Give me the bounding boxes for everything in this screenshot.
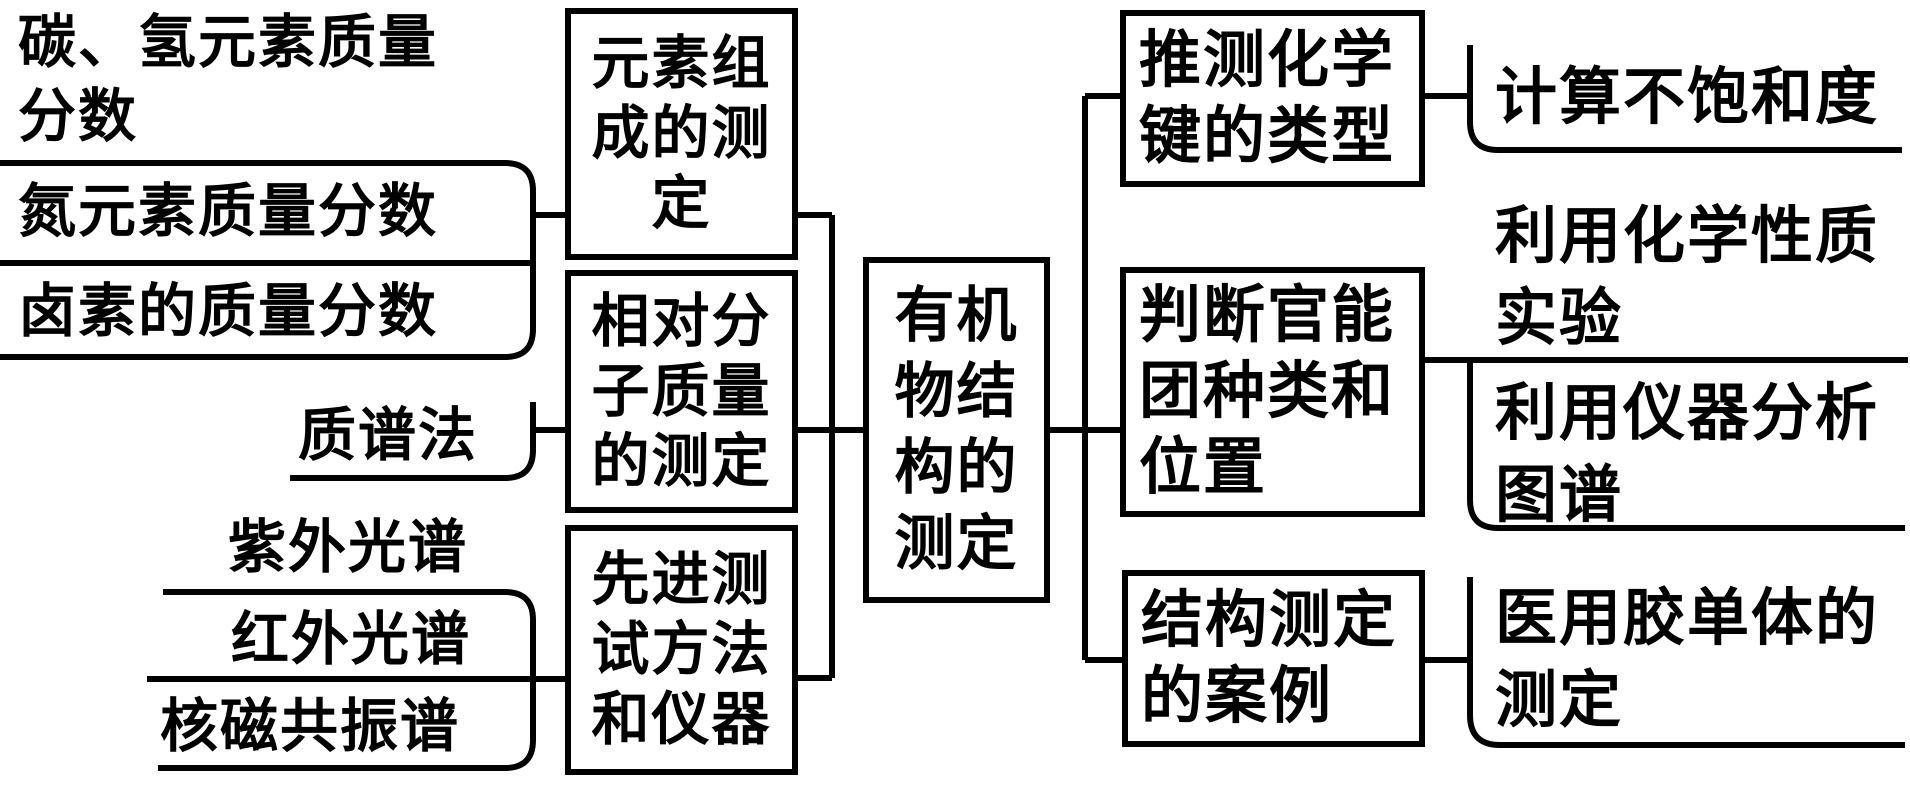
- bracket-mass-spectrometry: [290, 402, 536, 481]
- box-line: 位置: [1139, 434, 1268, 502]
- box-structure-determination-case: 结构测定 的案例: [1122, 570, 1425, 747]
- box-line: 推测化学: [1139, 26, 1396, 95]
- leaf-line: 实验: [1495, 285, 1624, 353]
- box-line: 先进测: [591, 547, 772, 612]
- leaf-line: 碳、氢元素质量: [18, 10, 439, 75]
- box-chemical-bond-type: 推测化学 键的类型: [1120, 10, 1425, 187]
- box-element-composition: 元素组 成的测 定: [565, 8, 798, 260]
- box-root-organic-structure-determination: 有机 物结 构的 测定: [863, 257, 1050, 603]
- bracket-medical-glue-monomer: [1467, 577, 1905, 748]
- leaf-uv-spectrum: 紫外光谱: [228, 515, 469, 580]
- bracket-unsaturation: [1467, 45, 1902, 153]
- box-line: 构的: [894, 435, 1019, 501]
- box-line: 定: [651, 171, 712, 236]
- leaf-line: 图谱: [1495, 462, 1624, 530]
- bracket-instrument-spectra: [1467, 360, 1905, 531]
- leaf-nmr-spectrum: 核磁共振谱: [160, 694, 461, 759]
- box-advanced-test-methods: 先进测 试方法 和仪器: [565, 525, 798, 775]
- leaf-line: 测定: [1495, 667, 1624, 735]
- leaf-line: 医用胶单体的: [1495, 585, 1880, 653]
- box-line: 子质量: [591, 358, 772, 424]
- box-line: 键的类型: [1139, 102, 1396, 171]
- leaf-chemical-property-experiment: 利用化学性质 实验: [1495, 196, 1879, 360]
- leaf-ir-spectrum: 红外光谱: [231, 607, 472, 672]
- box-functional-group-type-position: 判断官能 团种类和 位置: [1120, 267, 1425, 517]
- leaf-medical-glue-monomer: 医用胶单体的 测定: [1495, 578, 1879, 742]
- leaf-line: 利用化学性质: [1495, 203, 1880, 271]
- box-line: 元素组: [591, 31, 772, 96]
- box-line: 物结: [894, 359, 1019, 425]
- box-relative-molecular-mass: 相对分 子质量 的测定: [565, 270, 798, 513]
- box-line: 的案例: [1141, 662, 1334, 731]
- box-line: 相对分: [591, 288, 772, 354]
- box-line: 团种类和: [1139, 358, 1396, 426]
- box-line: 测定: [894, 511, 1019, 577]
- box-line: 有机: [894, 283, 1019, 349]
- leaf-nitrogen-mass-fraction: 氮元素质量分数: [18, 179, 439, 244]
- leaf-calculate-unsaturation-degree: 计算不饱和度: [1495, 64, 1880, 132]
- leaf-carbon-hydrogen-mass-fraction: 碳、氢元素质量 分数: [18, 6, 438, 154]
- box-line: 判断官能: [1139, 282, 1396, 350]
- leaf-halogen-mass-fraction: 卤素的质量分数: [18, 279, 439, 344]
- box-line: 的测定: [591, 428, 772, 494]
- box-line: 试方法: [591, 617, 772, 682]
- leaf-line: 利用仪器分析: [1495, 380, 1880, 448]
- leaf-line: 分数: [18, 84, 139, 149]
- leaf-mass-spectrometry: 质谱法: [298, 403, 479, 468]
- box-line: 结构测定: [1141, 586, 1398, 655]
- box-line: 和仪器: [591, 687, 772, 752]
- leaf-instrument-analysis-spectra: 利用仪器分析 图谱: [1495, 373, 1879, 537]
- box-line: 成的测: [591, 101, 772, 166]
